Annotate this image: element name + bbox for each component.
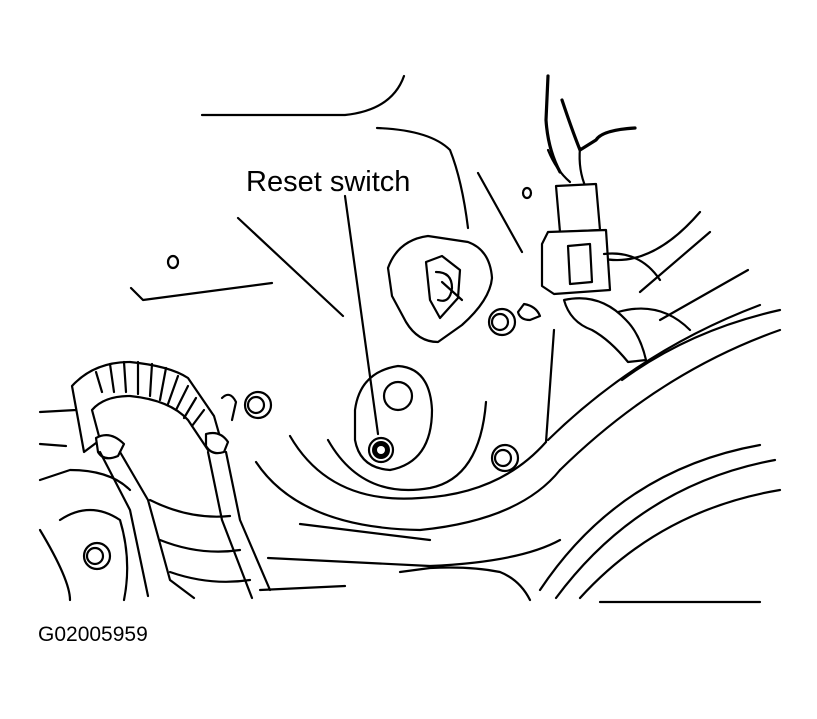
callout-leader-lines [236, 194, 380, 436]
upper-wire-connector [540, 74, 692, 364]
mounting-holes [82, 302, 542, 571]
latch-bracket [386, 234, 494, 344]
mounting-bracket [326, 364, 488, 492]
reset-switch [367, 436, 395, 464]
figure-id-label: G02005959 [38, 623, 148, 646]
upper-panel-lines [129, 74, 533, 302]
reset-switch-label: Reset switch [246, 166, 411, 198]
lower-panel-lines [254, 210, 782, 604]
lower-wire-harness [38, 360, 272, 602]
